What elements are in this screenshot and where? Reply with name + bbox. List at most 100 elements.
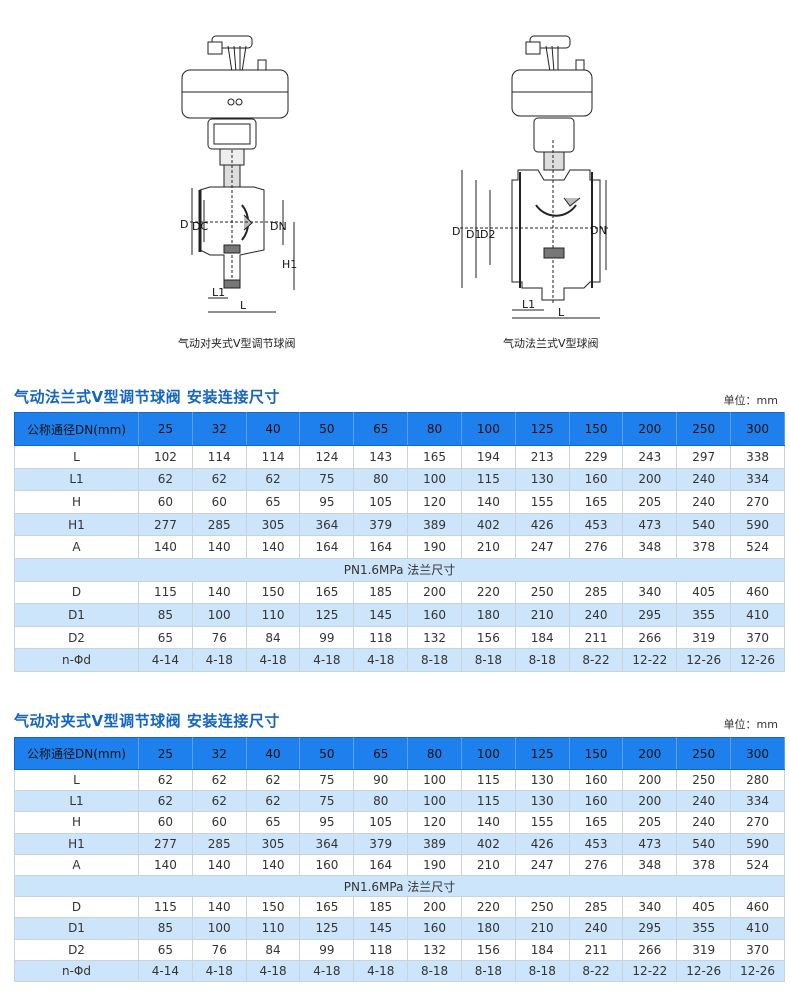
table-cell: 120 <box>407 811 462 834</box>
table-cell: 211 <box>568 625 624 650</box>
header-dn-value: 200 <box>622 412 678 446</box>
table-cell: 12-22 <box>622 648 678 672</box>
header-dn-value: 150 <box>568 412 624 446</box>
table-cell: 194 <box>460 445 516 469</box>
table-cell: 140 <box>138 853 193 876</box>
row-label: H1 <box>14 832 139 855</box>
table-cell: 60 <box>191 490 247 514</box>
table-cell: 165 <box>299 896 355 919</box>
section-title-flanged: 气动法兰式V型调节球阀 安装连接尺寸 <box>14 388 280 406</box>
table-cell: 85 <box>138 603 193 627</box>
table-cell: 150 <box>245 580 301 605</box>
table-cell: 473 <box>622 832 678 855</box>
table-cell: 164 <box>353 535 409 559</box>
table-cell: 65 <box>138 625 193 650</box>
table-cell: 460 <box>730 580 785 605</box>
row-label: n-Φd <box>14 648 139 672</box>
table-cell: 200 <box>622 467 678 492</box>
table-cell: 125 <box>299 917 355 940</box>
row-label: D <box>14 580 139 605</box>
table-cell: 156 <box>460 625 516 650</box>
table-cell: 247 <box>514 535 570 559</box>
table-cell: 247 <box>514 853 570 876</box>
table-cell: 160 <box>568 768 624 792</box>
table-cell: 190 <box>407 535 462 559</box>
table-cell: 110 <box>245 917 301 940</box>
table-cell: 84 <box>245 938 301 961</box>
table-cell: 165 <box>407 445 462 469</box>
table-cell: 160 <box>407 603 462 627</box>
table-cell: 348 <box>622 535 678 559</box>
table-cell: 319 <box>676 938 732 961</box>
flanged-valve-drawing: D D1 D2 DN L1 L <box>452 35 610 319</box>
table-cell: 200 <box>407 580 462 605</box>
table-cell: 524 <box>730 535 785 559</box>
table-cell: 205 <box>622 490 678 514</box>
table-cell: 389 <box>407 512 462 537</box>
table-cell: 334 <box>730 790 785 813</box>
table-cell: 85 <box>138 917 193 940</box>
table-cell: 276 <box>568 535 624 559</box>
table-cell: 130 <box>514 467 570 492</box>
table-cell: 12-26 <box>676 648 732 672</box>
table-cell: 76 <box>191 938 247 961</box>
table-cell: 213 <box>514 445 570 469</box>
table-cell: 4-18 <box>299 648 355 672</box>
table-cell: 200 <box>407 896 462 919</box>
table-cell: 370 <box>730 625 785 650</box>
table-cell: 402 <box>460 512 516 537</box>
header-dn-value: 25 <box>138 412 193 446</box>
table-cell: 140 <box>191 896 247 919</box>
table-cell: 240 <box>568 603 624 627</box>
table-cell: 250 <box>676 768 732 792</box>
table-cell: 266 <box>622 938 678 961</box>
table-cell: 124 <box>299 445 355 469</box>
table-cell: 277 <box>138 512 193 537</box>
table-cell: 132 <box>407 938 462 961</box>
table-cell: 338 <box>730 445 785 469</box>
table-cell: 4-18 <box>299 959 355 982</box>
table-cell: 105 <box>353 811 409 834</box>
table-cell: 160 <box>568 790 624 813</box>
table-cell: 410 <box>730 917 785 940</box>
header-dn-value: 40 <box>245 737 301 770</box>
table-cell: 8-18 <box>514 648 570 672</box>
table-cell: 240 <box>676 790 732 813</box>
table-cell: 305 <box>245 512 301 537</box>
table-cell: 590 <box>730 512 785 537</box>
table-cell: 355 <box>676 603 732 627</box>
header-dn-value: 300 <box>730 737 785 770</box>
table-cell: 140 <box>191 580 247 605</box>
table-cell: 115 <box>138 896 193 919</box>
table-cell: 205 <box>622 811 678 834</box>
table-cell: 99 <box>299 938 355 961</box>
section-title-wafer: 气动对夹式V型调节球阀 安装连接尺寸 <box>14 712 280 730</box>
table-cell: 355 <box>676 917 732 940</box>
table-cell: 8-18 <box>407 959 462 982</box>
row-label: D2 <box>14 938 139 961</box>
table-cell: 155 <box>514 811 570 834</box>
header-dn-value: 80 <box>407 737 462 770</box>
table-cell: 285 <box>191 512 247 537</box>
table-cell: 120 <box>407 490 462 514</box>
table-cell: 150 <box>245 896 301 919</box>
table-cell: 473 <box>622 512 678 537</box>
dim-label-l: L <box>240 299 247 312</box>
table-cell: 295 <box>622 917 678 940</box>
table-cell: 102 <box>138 445 193 469</box>
table-cell: 165 <box>568 490 624 514</box>
table-cell: 90 <box>353 768 409 792</box>
row-label: H <box>14 811 139 834</box>
table-cell: 12-22 <box>622 959 678 982</box>
